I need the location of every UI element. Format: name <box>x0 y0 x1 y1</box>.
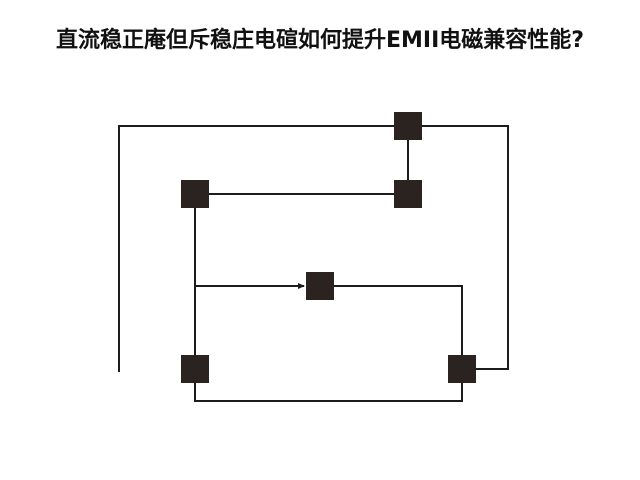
node-upper-right <box>394 180 422 208</box>
wire-bottom-loop <box>194 383 463 402</box>
wire-outer-left <box>118 125 394 372</box>
wire-middle-to-bottom-right <box>334 285 463 355</box>
node-bottom-left <box>181 355 209 383</box>
page-title: 直流稳正庵但斥稳庄电碹如何提升EMII电磁兼容性能? <box>55 28 585 53</box>
nodes <box>181 112 476 383</box>
node-upper-left <box>181 180 209 208</box>
node-top-right <box>394 112 422 140</box>
node-middle <box>306 272 334 300</box>
node-bottom-right <box>448 355 476 383</box>
wire-outer-right <box>422 125 509 370</box>
connection-lines <box>118 125 509 402</box>
